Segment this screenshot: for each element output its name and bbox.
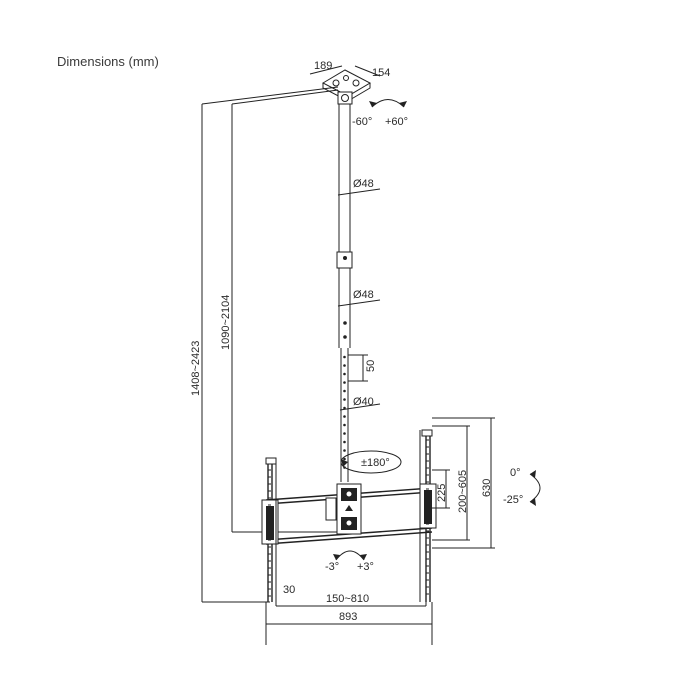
pole-hole: [343, 398, 346, 401]
top-depth-dimline: [354, 65, 381, 77]
right-dimlines: [432, 417, 495, 549]
ceiling-plate: [321, 69, 372, 105]
pole-height-label: 1090~2104: [220, 295, 232, 350]
pole-hole: [343, 415, 346, 418]
pole: [336, 104, 353, 482]
tilt-arc: [529, 473, 541, 503]
rotation-label: ±180°: [361, 457, 390, 469]
depth-label: 30: [283, 584, 295, 596]
pole-hole: [343, 449, 346, 452]
lower-dia-leader: [337, 299, 381, 307]
bottom-dimlines: [265, 580, 433, 645]
vesa-small-label: 225: [436, 484, 448, 502]
top-width-dimline: [309, 65, 343, 75]
level-arc: [335, 550, 365, 561]
pole-hole: [343, 364, 346, 367]
left-arm-ticks: [268, 469, 271, 597]
plate-height-label: 630: [481, 479, 493, 497]
pole-hole: [343, 457, 346, 461]
pole-hole: [343, 406, 346, 410]
diagram-title: Dimensions (mm): [57, 54, 159, 69]
inner-dia-leader: [339, 403, 381, 411]
vesa-horizontal-label: 150~810: [326, 593, 369, 605]
pole-hole: [343, 440, 346, 444]
swivel-right-label: +60°: [385, 116, 408, 128]
pole-hole: [343, 372, 346, 376]
tv-bracket: [265, 483, 433, 545]
overall-width-label: 893: [339, 611, 357, 623]
right-arm-ticks: [426, 439, 429, 595]
pole-holes: [343, 355, 346, 469]
pole-hole: [343, 389, 346, 393]
total-height-label: 1408~2423: [190, 341, 202, 396]
swivel-arc: [371, 99, 405, 108]
pole-hole: [343, 355, 346, 359]
upper-dia-leader: [337, 188, 381, 196]
pole-hole: [343, 423, 346, 427]
level-right-label: +3°: [357, 561, 374, 573]
tilt-bottom-label: -25°: [503, 494, 523, 506]
vesa-vertical-label: 200~605: [457, 470, 469, 513]
inner-dia-label: Ø40: [353, 396, 374, 408]
upper-dia-label: Ø48: [353, 178, 374, 190]
top-width-label: 189: [314, 60, 332, 72]
right-vertical-arm: [419, 429, 437, 602]
level-left-label: -3°: [325, 561, 339, 573]
lower-dia-label: Ø48: [353, 289, 374, 301]
tilt-top-label: 0°: [510, 467, 521, 479]
hole-spacing-label: 50: [365, 360, 377, 372]
pole-hole: [343, 381, 346, 384]
pole-hole: [343, 432, 346, 435]
hole-spacing-dimline: [348, 354, 368, 382]
rotation-indicator: [340, 450, 402, 474]
left-vertical-arm: [261, 457, 279, 602]
height-dimlines: [201, 86, 345, 603]
swivel-left-label: -60°: [352, 116, 372, 128]
top-depth-label: 154: [372, 67, 390, 79]
